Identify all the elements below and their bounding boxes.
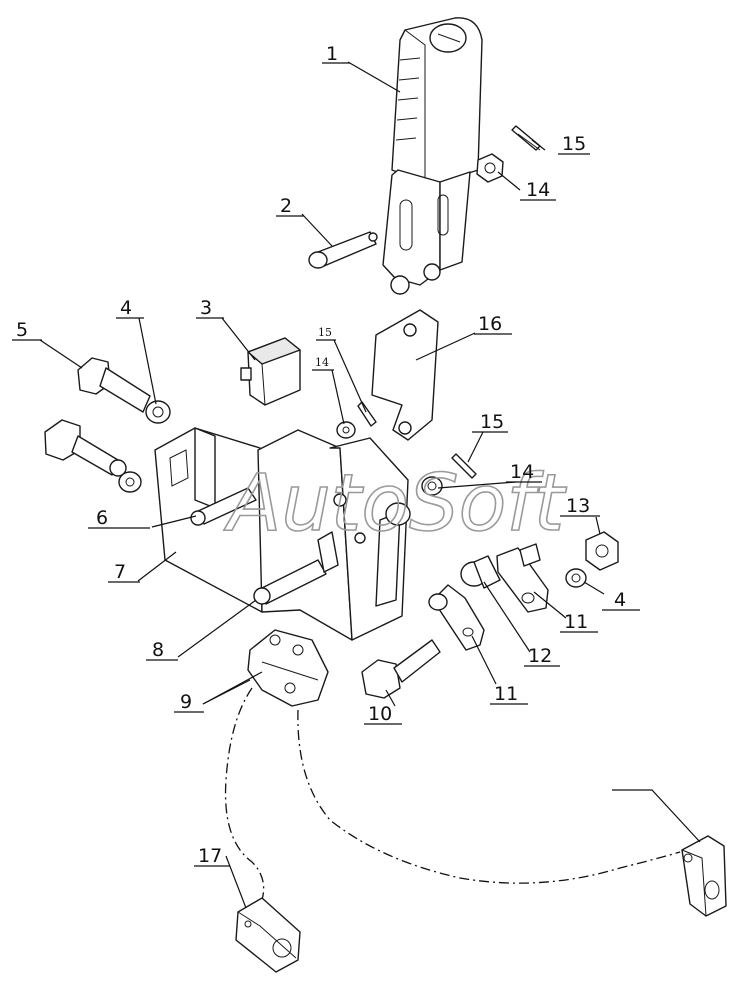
callout-14-mid: 14: [510, 461, 534, 483]
part-15-cotter-upper: [511, 125, 541, 151]
part-13-nut: [585, 531, 619, 571]
watermark-text: AutoSoft: [223, 459, 567, 549]
small-washer-center: [336, 421, 356, 439]
part-2-pin: [308, 231, 378, 269]
part-17-clip: [235, 897, 301, 973]
callout-4-right: 4: [614, 589, 626, 611]
part-14-nut-mid: [421, 476, 443, 496]
part-4-washer-left: [145, 400, 171, 424]
callout-13: 13: [566, 495, 590, 517]
part-1-pedal-arm: [382, 17, 483, 295]
leader-lines: [39, 61, 701, 909]
callout-9: 9: [180, 691, 192, 713]
part-15-cotter-mid: [451, 453, 477, 479]
callout-17: 17: [198, 845, 222, 867]
callout-11-upper: 11: [564, 611, 588, 633]
callout-2: 2: [280, 195, 292, 217]
part-5-bolt: [77, 357, 151, 413]
callout-15-mid: 15: [480, 411, 504, 433]
part-12-bushing: [460, 555, 501, 589]
right-cable-clip: [681, 835, 727, 917]
callout-14-upper: 14: [526, 179, 550, 201]
callout-4-left: 4: [120, 297, 132, 319]
callout-5: 5: [16, 319, 28, 341]
callout-8: 8: [152, 639, 164, 661]
part-8-pin: [253, 531, 339, 605]
small-pin-center: [357, 401, 377, 427]
callout-1: 1: [326, 43, 338, 65]
part-11-lever-lower: [428, 584, 485, 651]
callout-15-upper: 15: [562, 133, 586, 155]
part-4-washer-right: [565, 568, 587, 588]
callout-7: 7: [114, 561, 126, 583]
part-6-pin: [190, 487, 257, 526]
bolt-head-mid: [385, 502, 411, 526]
part-10-bolt: [361, 639, 441, 699]
part-11-link-upper: [496, 543, 549, 613]
callout-11-lower: 11: [494, 683, 518, 705]
cable: [224, 687, 681, 901]
callout-15-center: 15: [318, 326, 332, 339]
bolt-lower-left: [44, 419, 142, 493]
part-3-block: [240, 337, 301, 406]
callout-labels: 1 2 3 4 5 6 7 8 9 10 11 11 12 13 4 14 14…: [16, 43, 626, 867]
callout-3: 3: [200, 297, 212, 319]
callout-14-center: 14: [315, 356, 329, 369]
part-14-nut-upper: [476, 153, 504, 183]
callout-16: 16: [478, 313, 502, 335]
callout-6: 6: [96, 507, 108, 529]
callout-10: 10: [368, 703, 392, 725]
callout-12: 12: [528, 645, 552, 667]
part-9-clamp: [247, 629, 329, 707]
part-16-plate: [371, 309, 439, 441]
label-underlines: [12, 62, 640, 867]
